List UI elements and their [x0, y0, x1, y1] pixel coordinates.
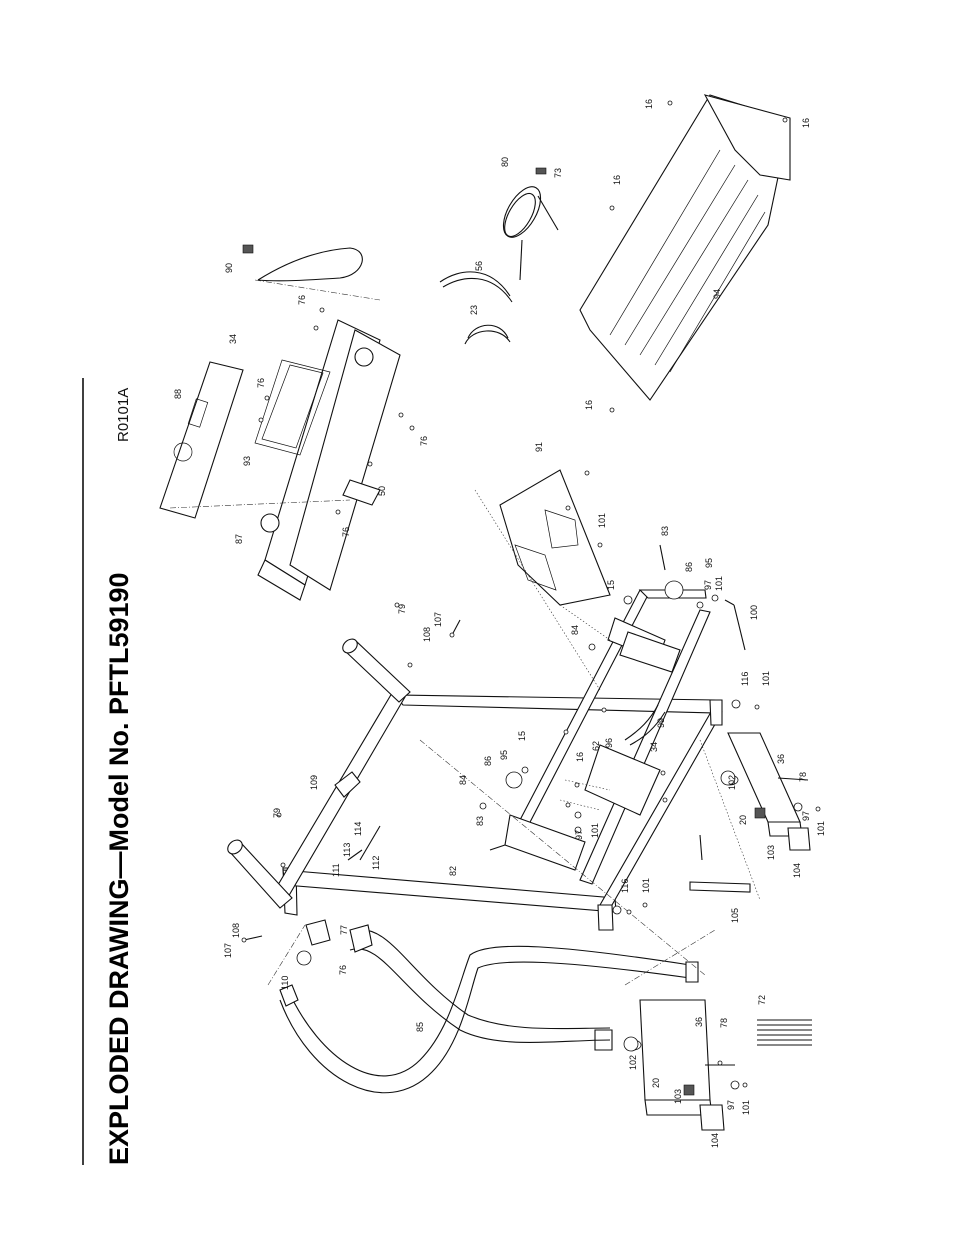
- callout-23: 23: [469, 305, 479, 315]
- callout-76d: 76: [256, 378, 266, 388]
- callout-82: 82: [448, 866, 458, 876]
- callout-101c: 101: [761, 671, 771, 686]
- callout-91: 91: [534, 442, 544, 452]
- callout-15a: 15: [517, 731, 527, 741]
- callout-36a: 36: [694, 1017, 704, 1027]
- safety-key-90: [242, 244, 363, 282]
- callout-78b: 78: [798, 772, 808, 782]
- callout-83b: 83: [660, 526, 670, 536]
- callout-76b: 76: [341, 527, 351, 537]
- callout-76e: 76: [297, 295, 307, 305]
- callout-100: 100: [749, 605, 759, 620]
- callout-76c: 76: [419, 436, 429, 446]
- callout-116a: 116: [620, 879, 630, 893]
- callout-99: 99: [656, 718, 666, 728]
- assembly-lines: [169, 279, 761, 986]
- callout-16c: 16: [801, 118, 811, 128]
- callout-77: 77: [339, 925, 349, 935]
- callout-104a: 104: [710, 1133, 720, 1148]
- callout-87: 87: [234, 534, 244, 544]
- callout-109: 109: [309, 775, 319, 790]
- callout-105: 105: [730, 908, 740, 923]
- callout-20a: 20: [651, 1078, 661, 1088]
- hood-91: [499, 469, 611, 606]
- callout-107: 107: [223, 943, 233, 958]
- callout-73: 73: [553, 168, 563, 178]
- callout-103b: 103: [766, 845, 776, 860]
- callout-104b: 104: [792, 863, 802, 878]
- console-base: [254, 319, 401, 601]
- callout-93: 93: [242, 456, 252, 466]
- part-callouts: 107 108 110 76 77 79 111 113 112 114 109…: [173, 99, 826, 1148]
- callout-76a: 76: [338, 965, 348, 975]
- callout-95b: 95: [704, 558, 714, 568]
- callout-108: 108: [231, 923, 241, 938]
- callout-79b: 79: [397, 604, 407, 614]
- callout-78a: 78: [719, 1018, 729, 1028]
- callout-85: 85: [415, 1022, 425, 1032]
- hardware: [241, 100, 821, 1090]
- callout-101e: 101: [741, 1100, 751, 1115]
- callout-95a: 95: [499, 750, 509, 760]
- callout-101a: 101: [590, 823, 600, 838]
- callout-16b: 16: [644, 99, 654, 109]
- callout-97b: 97: [703, 580, 713, 590]
- callout-16a: 16: [575, 752, 585, 762]
- callout-15b: 15: [606, 580, 616, 590]
- callout-103a: 103: [673, 1089, 683, 1104]
- callout-113: 113: [342, 843, 352, 857]
- callout-112: 112: [371, 856, 381, 870]
- callout-102a: 102: [628, 1055, 638, 1070]
- callout-101b: 101: [641, 878, 651, 893]
- callout-90: 90: [224, 263, 234, 273]
- callout-102b: 102: [727, 775, 737, 790]
- handrail-assembly: [279, 924, 699, 1094]
- callout-101f: 101: [816, 821, 826, 836]
- callout-86a: 86: [483, 756, 493, 766]
- callout-114: 114: [353, 822, 363, 836]
- callout-16e: 16: [584, 400, 594, 410]
- callout-110: 110: [280, 976, 290, 990]
- callout-101g: 101: [597, 513, 607, 528]
- right-base-leg: [721, 732, 811, 851]
- motor-mount-assembly: [504, 580, 684, 871]
- cable-bundle-72: [757, 1019, 812, 1046]
- callout-16d: 16: [612, 175, 622, 185]
- callout-97c: 97: [726, 1100, 736, 1110]
- callout-36b: 36: [776, 754, 786, 764]
- callout-94: 94: [712, 289, 722, 299]
- callout-111: 111: [331, 863, 341, 877]
- callout-62: 62: [591, 741, 601, 751]
- callout-84a: 84: [458, 775, 468, 785]
- callout-50: 50: [377, 486, 387, 496]
- drawing-reference: R0101A: [115, 388, 132, 442]
- callout-116b: 116: [740, 672, 750, 686]
- callout-83a: 83: [475, 816, 485, 826]
- callout-97a: 97: [574, 830, 584, 840]
- callout-34a: 34: [649, 742, 659, 752]
- motor-hood-94: [579, 94, 791, 401]
- callout-84b: 84: [570, 625, 580, 635]
- callout-79a: 79: [272, 808, 282, 818]
- callout-96: 96: [604, 738, 614, 748]
- callout-97d: 97: [801, 811, 811, 821]
- upright-frame: [227, 589, 723, 931]
- callout-86b: 86: [684, 562, 694, 572]
- callout-34b: 34: [228, 334, 238, 344]
- callout-101d: 101: [714, 576, 724, 591]
- roller-105: [689, 881, 751, 893]
- callout-72: 72: [757, 995, 767, 1005]
- wire-harnesses: [439, 167, 559, 345]
- callout-107b: 107: [433, 612, 443, 627]
- callout-108b: 108: [422, 627, 432, 642]
- callout-80: 80: [500, 157, 510, 167]
- page-title: EXPLODED DRAWING—Model No. PFTL59190: [104, 572, 134, 1165]
- callout-88: 88: [173, 389, 183, 399]
- callout-56: 56: [474, 261, 484, 271]
- console-88: [159, 361, 244, 519]
- callout-20b: 20: [738, 815, 748, 825]
